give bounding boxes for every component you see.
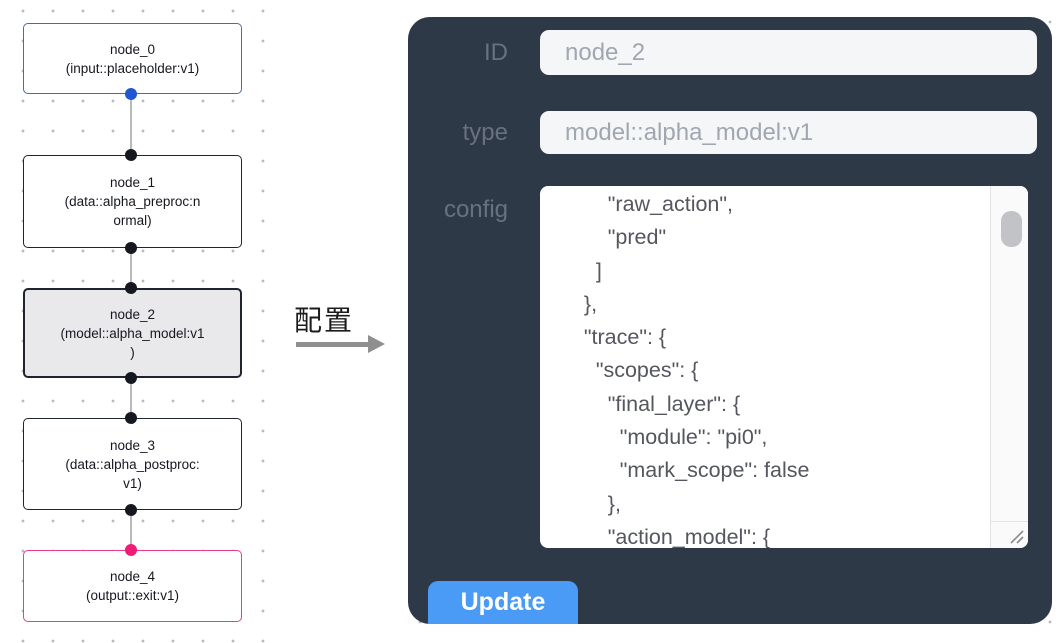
node-0-source-handle[interactable] [125, 88, 137, 100]
node-0[interactable]: node_0 (input::placeholder:v1) [23, 23, 242, 94]
config-field-label: config [443, 196, 508, 223]
node-4[interactable]: node_4 (output::exit:v1) [23, 550, 242, 622]
config-scrollbar-corner [991, 521, 1028, 548]
node-1-source-handle[interactable] [125, 242, 137, 254]
type-input[interactable] [540, 111, 1037, 154]
node-2-selected[interactable]: node_2 (model::alpha_model:v1 ) [23, 288, 242, 378]
node-3[interactable]: node_3 (data::alpha_postproc: v1) [23, 418, 242, 510]
config-textarea[interactable]: "raw_action", "pred" ] }, "trace": { "sc… [540, 186, 1028, 548]
id-input[interactable] [540, 30, 1037, 75]
node-2-title: node_2 [109, 306, 156, 322]
node-3-title: node_3 [109, 437, 156, 453]
type-field-label: type [462, 119, 508, 146]
config-scrollbar-thumb[interactable] [1001, 211, 1022, 247]
node-1[interactable]: node_1 (data::alpha_preproc:n ormal) [23, 155, 242, 248]
node-2-source-handle[interactable] [125, 372, 137, 384]
node-4-subtitle: (output::exit:v1) [85, 588, 180, 603]
node-2-target-handle[interactable] [125, 282, 137, 294]
node-1-target-handle[interactable] [125, 149, 137, 161]
node-4-target-handle[interactable] [125, 544, 137, 556]
node-3-target-handle[interactable] [125, 412, 137, 424]
node-1-subtitle: (data::alpha_preproc:n ormal) [64, 194, 201, 228]
node-3-source-handle[interactable] [125, 504, 137, 516]
edge-node1-node2 [130, 248, 132, 288]
node-2-subtitle: (model::alpha_model:v1 ) [60, 325, 205, 360]
id-field-label: ID [484, 39, 508, 66]
right-arrow-icon [296, 342, 370, 347]
right-arrow-head-icon [368, 335, 385, 353]
node-1-title: node_1 [109, 175, 156, 190]
update-button[interactable]: Update [428, 581, 578, 624]
node-3-subtitle: (data::alpha_postproc: v1) [65, 456, 200, 491]
config-json-text[interactable]: "raw_action", "pred" ] }, "trace": { "sc… [583, 192, 810, 548]
edge-node3-node4 [130, 510, 132, 550]
node-4-title: node_4 [109, 569, 156, 584]
node-0-title: node_0 [109, 41, 156, 57]
edge-node2-node3 [130, 378, 132, 418]
node-0-subtitle: (input::placeholder:v1) [65, 60, 200, 76]
node-config-panel: ID type config "raw_action", "pred" ] },… [408, 17, 1052, 624]
edge-node0-node1 [130, 94, 132, 155]
resize-grip-icon[interactable] [1007, 527, 1025, 545]
configure-annotation-label: 配置 [294, 305, 355, 336]
